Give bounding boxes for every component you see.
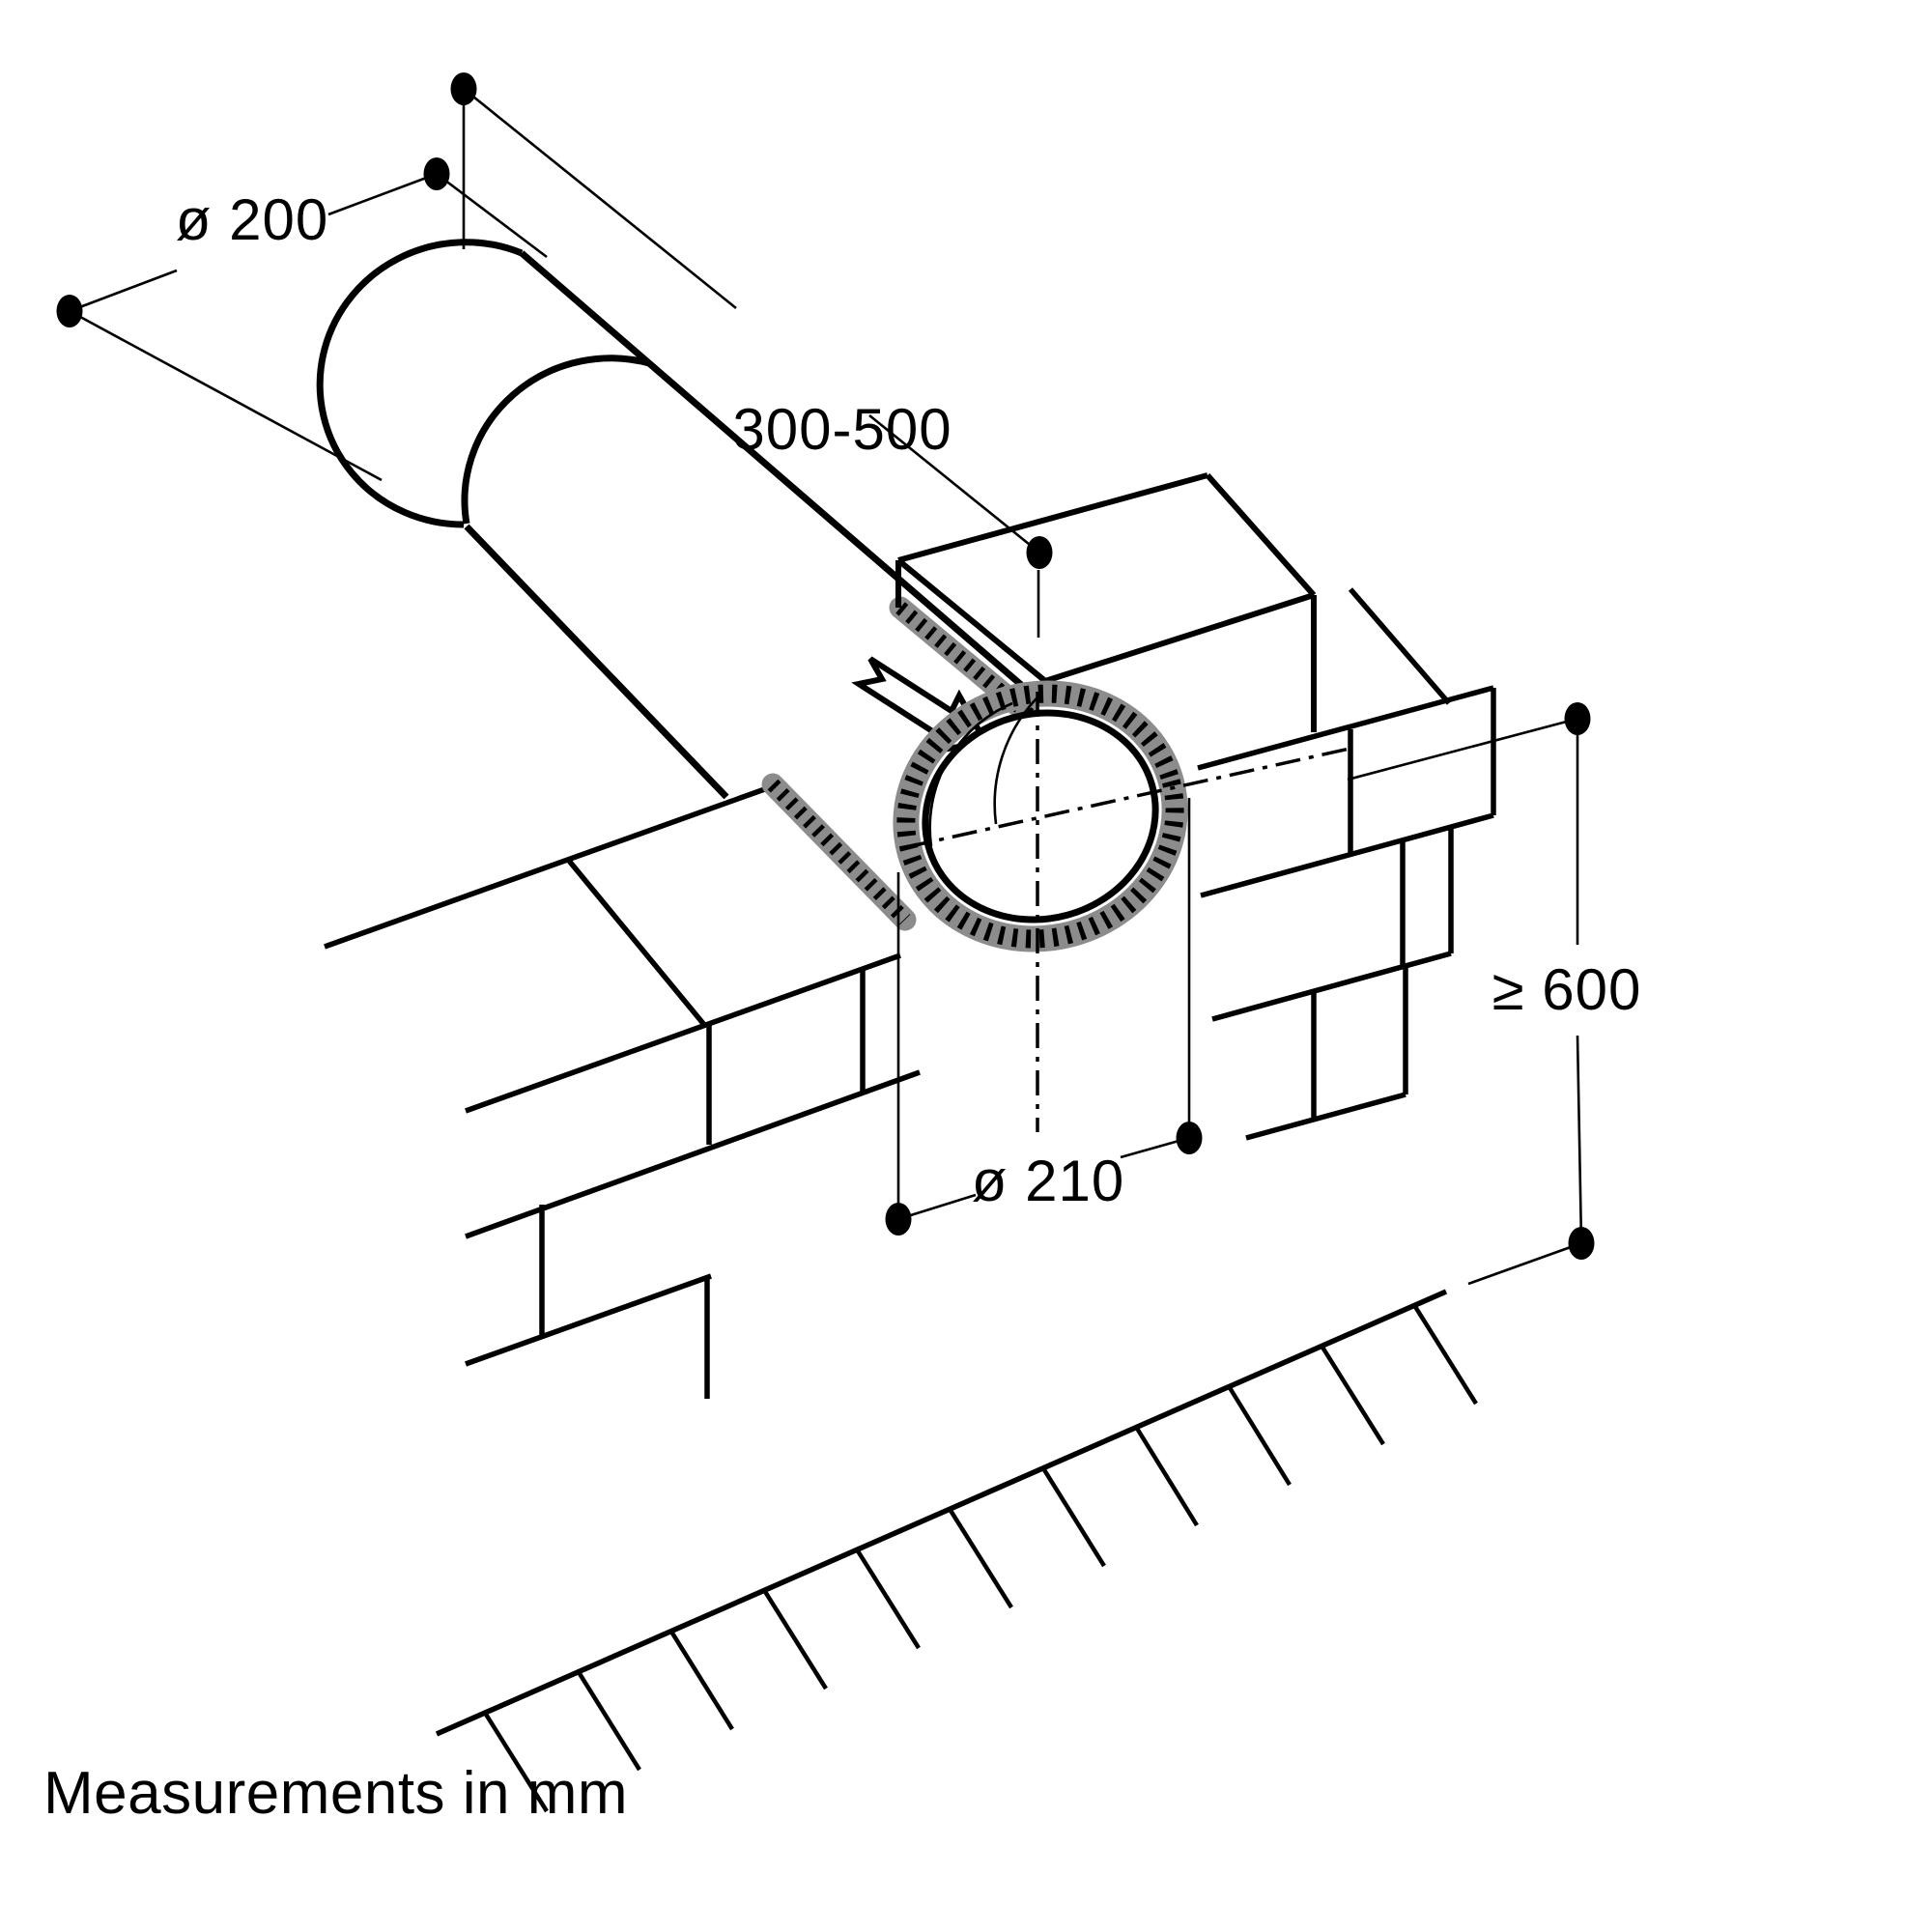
dimension-dot: [423, 157, 450, 190]
dimension-dot: [1564, 702, 1591, 735]
ground-hatch-tick: [577, 1670, 641, 1772]
duct-rim-in-hole-outer: [928, 701, 1013, 847]
top-brick-top-edge: [897, 472, 1208, 563]
mortar-line: [1200, 812, 1494, 898]
dimension-line: [327, 172, 438, 216]
top-brick-front-edge: [1044, 592, 1315, 684]
dimension-dot: [1568, 1227, 1595, 1260]
seal-ring-texture: [896, 684, 1184, 949]
dimension-line: [69, 269, 178, 313]
mortar-line: [465, 1069, 921, 1239]
dimension-tube-length: 300-500: [450, 72, 1053, 638]
wall-top-edge: [324, 783, 774, 950]
ground-hatch-tick: [483, 1711, 549, 1813]
ground-line: [435, 1289, 1478, 1813]
extension-line: [69, 309, 383, 482]
center-axis: [905, 692, 1350, 1132]
ground-hatch-tick: [669, 1630, 734, 1731]
ground-edge: [435, 1289, 1448, 1737]
ground-hatch-tick: [855, 1548, 921, 1650]
wall-top-face-joint: [1348, 587, 1452, 705]
duct-inner-section-rim: [461, 355, 650, 525]
mortar-line: [1211, 951, 1452, 1022]
dimension-dot: [450, 72, 477, 105]
dimension-dot: [885, 1203, 912, 1236]
ground-hatch-tick: [1227, 1384, 1292, 1487]
dimension-line: [868, 413, 1040, 554]
extension-line: [1347, 717, 1578, 781]
mortar-line: [1245, 1092, 1406, 1141]
mortar-line: [465, 1273, 712, 1367]
ground-hatch-tick: [1134, 1425, 1199, 1527]
brick-joint: [566, 859, 708, 1028]
dimension-tube-diameter: ø 200: [56, 157, 548, 482]
ground-hatch-tick: [1041, 1466, 1106, 1568]
hole-opening: [922, 709, 1159, 923]
dimension-dot: [56, 295, 83, 327]
tube-length-label: 300-500: [732, 397, 952, 462]
dimension-min-height: ≥ 600: [1347, 702, 1642, 1286]
tube-diameter-label: ø 200: [176, 187, 328, 252]
seal-strip-upper-texture: [895, 602, 1038, 724]
duct-rim-in-hole-inner: [993, 697, 1037, 825]
brick-wall-right: [1197, 587, 1496, 1141]
dimension-line: [897, 1193, 977, 1221]
dimension-dot: [1026, 536, 1053, 569]
hole-diameter-label: ø 210: [972, 1149, 1124, 1213]
seal-strip-lower: [761, 773, 917, 931]
top-brick: [895, 472, 1317, 732]
dimension-line: [463, 87, 737, 310]
duct-outer-end-rim: [316, 239, 524, 528]
duct-upper-silhouette: [519, 250, 1030, 693]
ground-hatch-tick: [948, 1507, 1013, 1609]
dimension-line: [1576, 1035, 1583, 1244]
top-brick-left-edge: [896, 557, 1047, 684]
dimension-dot: [1176, 1122, 1203, 1154]
hole-axis-horizontal: [905, 747, 1350, 849]
mortar-line: [465, 952, 901, 1114]
top-brick-end-edge: [1205, 473, 1317, 597]
ground-hatch-tick: [762, 1588, 828, 1690]
extension-line: [436, 172, 548, 259]
duct-lower-silhouette: [464, 524, 729, 800]
dimension-hole-diameter: ø 210: [885, 798, 1203, 1236]
units-note: Measurements in mm: [43, 1760, 628, 1827]
extension-line: [1467, 1241, 1582, 1286]
brick-wall-left: [324, 783, 921, 1399]
wall-hole: [893, 680, 1188, 952]
min-height-label: ≥ 600: [1492, 957, 1642, 1022]
duct-pipe: [316, 239, 1030, 800]
ground-hatch-tick: [1320, 1344, 1385, 1446]
ground-hatch-tick: [1412, 1303, 1478, 1406]
